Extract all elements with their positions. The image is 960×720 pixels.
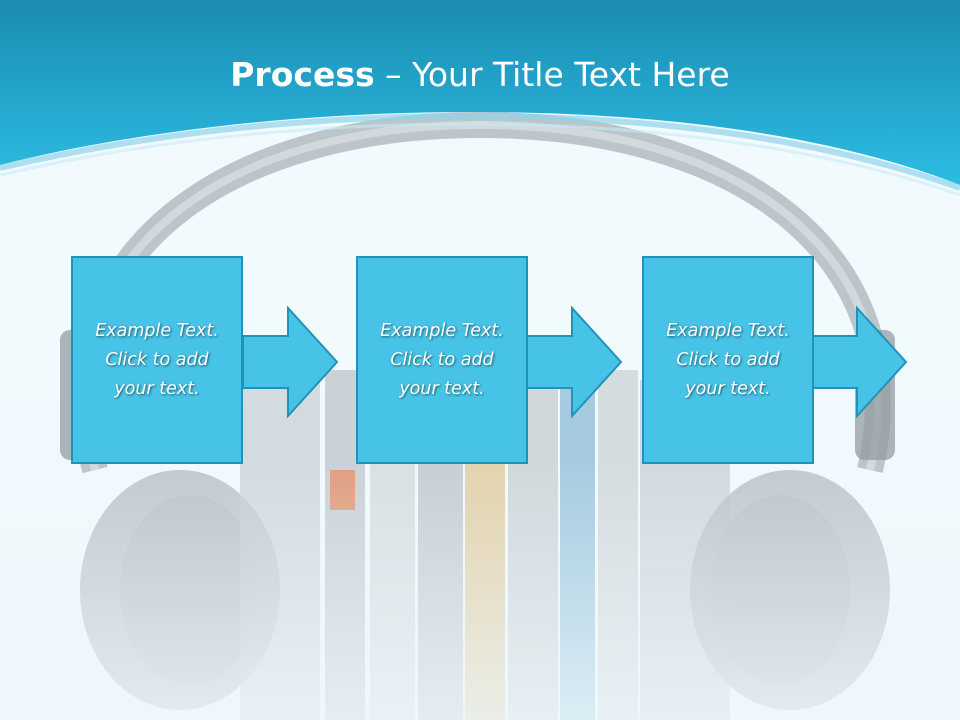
step-text-line: Example Text.: [95, 320, 219, 341]
step-text: Example Text. Click to add your text.: [367, 317, 517, 404]
step-text-line: your text.: [399, 378, 485, 399]
process-step-box[interactable]: Example Text. Click to add your text.: [71, 256, 243, 464]
right-arrow-icon: [527, 306, 623, 418]
step-text-line: Click to add: [676, 349, 780, 370]
process-step-box[interactable]: Example Text. Click to add your text.: [642, 256, 814, 464]
slide-title[interactable]: Process – Your Title Text Here: [0, 52, 960, 98]
title-bold: Process: [230, 55, 375, 94]
step-text-line: Example Text.: [380, 320, 504, 341]
step-text-line: Click to add: [390, 349, 494, 370]
title-rest: – Your Title Text Here: [374, 55, 730, 94]
process-step-box[interactable]: Example Text. Click to add your text.: [356, 256, 528, 464]
right-arrow-icon: [243, 306, 339, 418]
step-text-line: Click to add: [105, 349, 209, 370]
right-arrow-icon: [812, 306, 908, 418]
step-text-line: Example Text.: [666, 320, 790, 341]
step-text-line: your text.: [685, 378, 771, 399]
header-banner: [0, 0, 960, 197]
step-text-line: your text.: [114, 378, 200, 399]
step-text: Example Text. Click to add your text.: [653, 317, 803, 404]
step-text: Example Text. Click to add your text.: [82, 317, 232, 404]
